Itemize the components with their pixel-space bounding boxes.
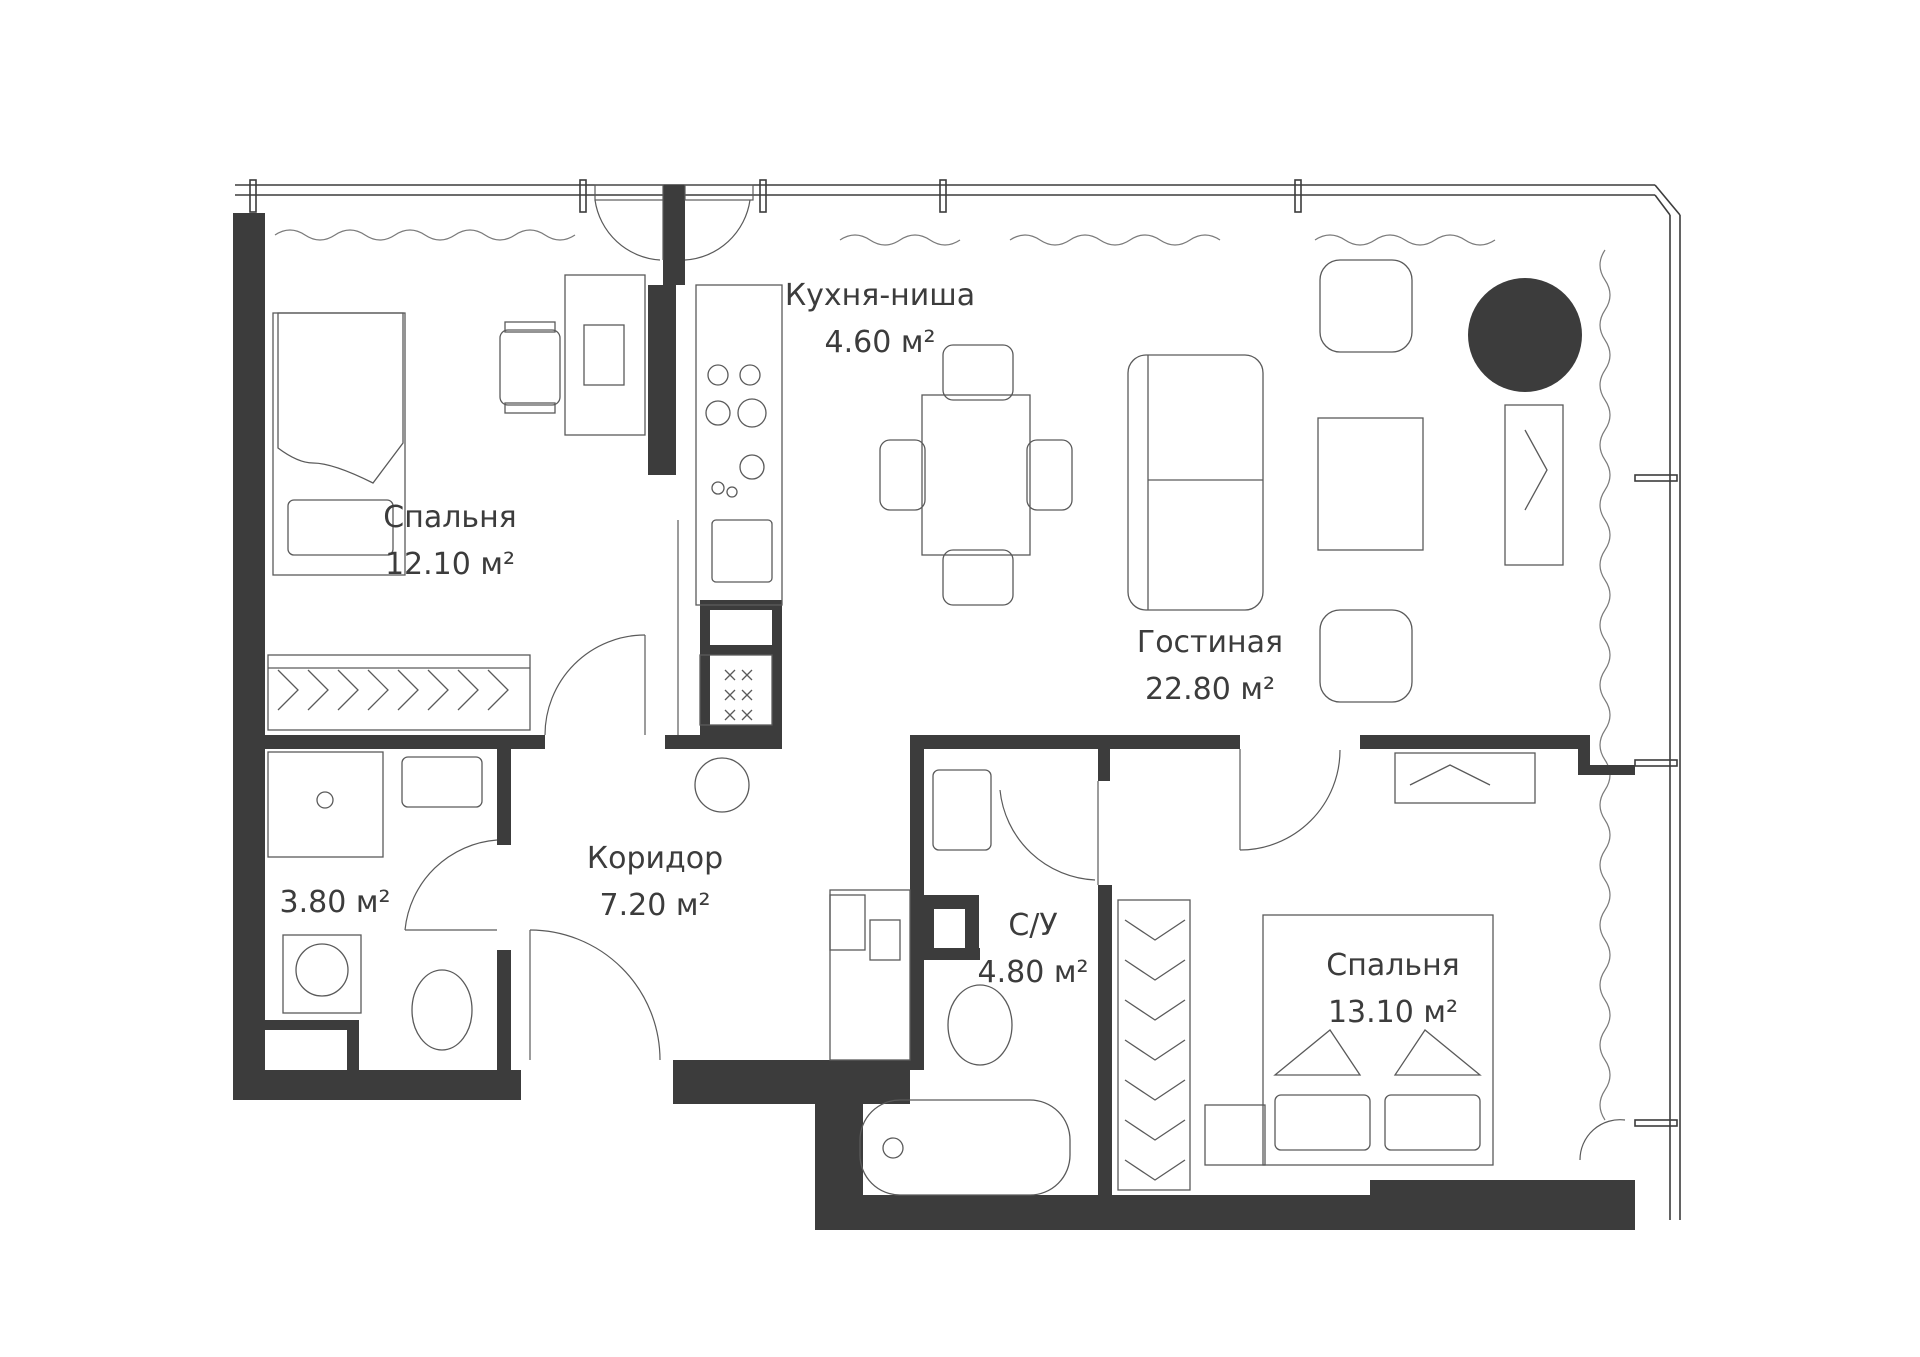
living-furniture xyxy=(879,259,1582,703)
room-area-wc-left: 3.80 м² xyxy=(280,885,391,920)
kitchen-counter xyxy=(695,284,783,606)
curtains xyxy=(274,229,1611,1121)
bedroom-right-furniture xyxy=(1117,752,1536,1191)
bed-left xyxy=(272,312,406,576)
doors xyxy=(404,184,1626,1161)
kitchen-sink xyxy=(711,519,773,583)
bedroom-left-furniture xyxy=(267,274,646,731)
walls xyxy=(233,185,1635,1230)
shower xyxy=(267,751,384,858)
room-area-bedroom-right: 13.10 м² xyxy=(1328,995,1458,1030)
room-area-living: 22.80 м² xyxy=(1145,672,1275,707)
dining-chair xyxy=(942,344,1014,401)
tv-unit xyxy=(1504,404,1564,566)
room-area-bath: 4.80 м² xyxy=(978,955,1089,990)
room-name-kitchen: Кухня-ниша xyxy=(785,278,975,313)
wc-left-fixtures xyxy=(267,751,483,1051)
room-area-bedroom-left: 12.10 м² xyxy=(385,547,515,582)
bath-toilet xyxy=(947,984,1013,1066)
stool xyxy=(694,757,750,813)
armchair xyxy=(1319,259,1413,353)
tv-unit-bedroom xyxy=(1394,752,1536,804)
sofa xyxy=(1127,354,1264,611)
kitchen-furniture xyxy=(694,284,783,813)
room-name-living: Гостиная xyxy=(1137,625,1283,660)
toilet xyxy=(411,969,473,1051)
bed-right xyxy=(1262,914,1494,1166)
coffee-table xyxy=(1317,417,1424,551)
bath-fixtures xyxy=(829,769,1071,1196)
room-area-corridor: 7.20 м² xyxy=(600,888,711,923)
washing-machine xyxy=(295,943,349,997)
room-area-kitchen: 4.60 м² xyxy=(825,325,936,360)
wardrobe-right xyxy=(1117,899,1191,1191)
washbasin xyxy=(401,756,483,808)
dishwasher xyxy=(699,654,773,726)
dining-table xyxy=(921,394,1031,556)
desk xyxy=(564,274,646,436)
room-labels: Спальня 12.10 м² Кухня-ниша 4.60 м² Гост… xyxy=(280,278,1460,1030)
room-name-bedroom-right: Спальня xyxy=(1326,948,1459,983)
bath-shelf xyxy=(829,889,911,1061)
room-name-bedroom-left: Спальня xyxy=(383,500,516,535)
wardrobe-left xyxy=(267,654,531,731)
bathtub xyxy=(859,1099,1071,1196)
room-name-corridor: Коридор xyxy=(587,841,723,876)
balcony-railing xyxy=(235,179,1681,1220)
room-name-bath: С/У xyxy=(1008,908,1057,943)
stove-burner xyxy=(707,364,729,386)
round-table xyxy=(1468,278,1582,392)
desk-chair xyxy=(499,329,561,406)
bath-sink xyxy=(932,769,992,851)
